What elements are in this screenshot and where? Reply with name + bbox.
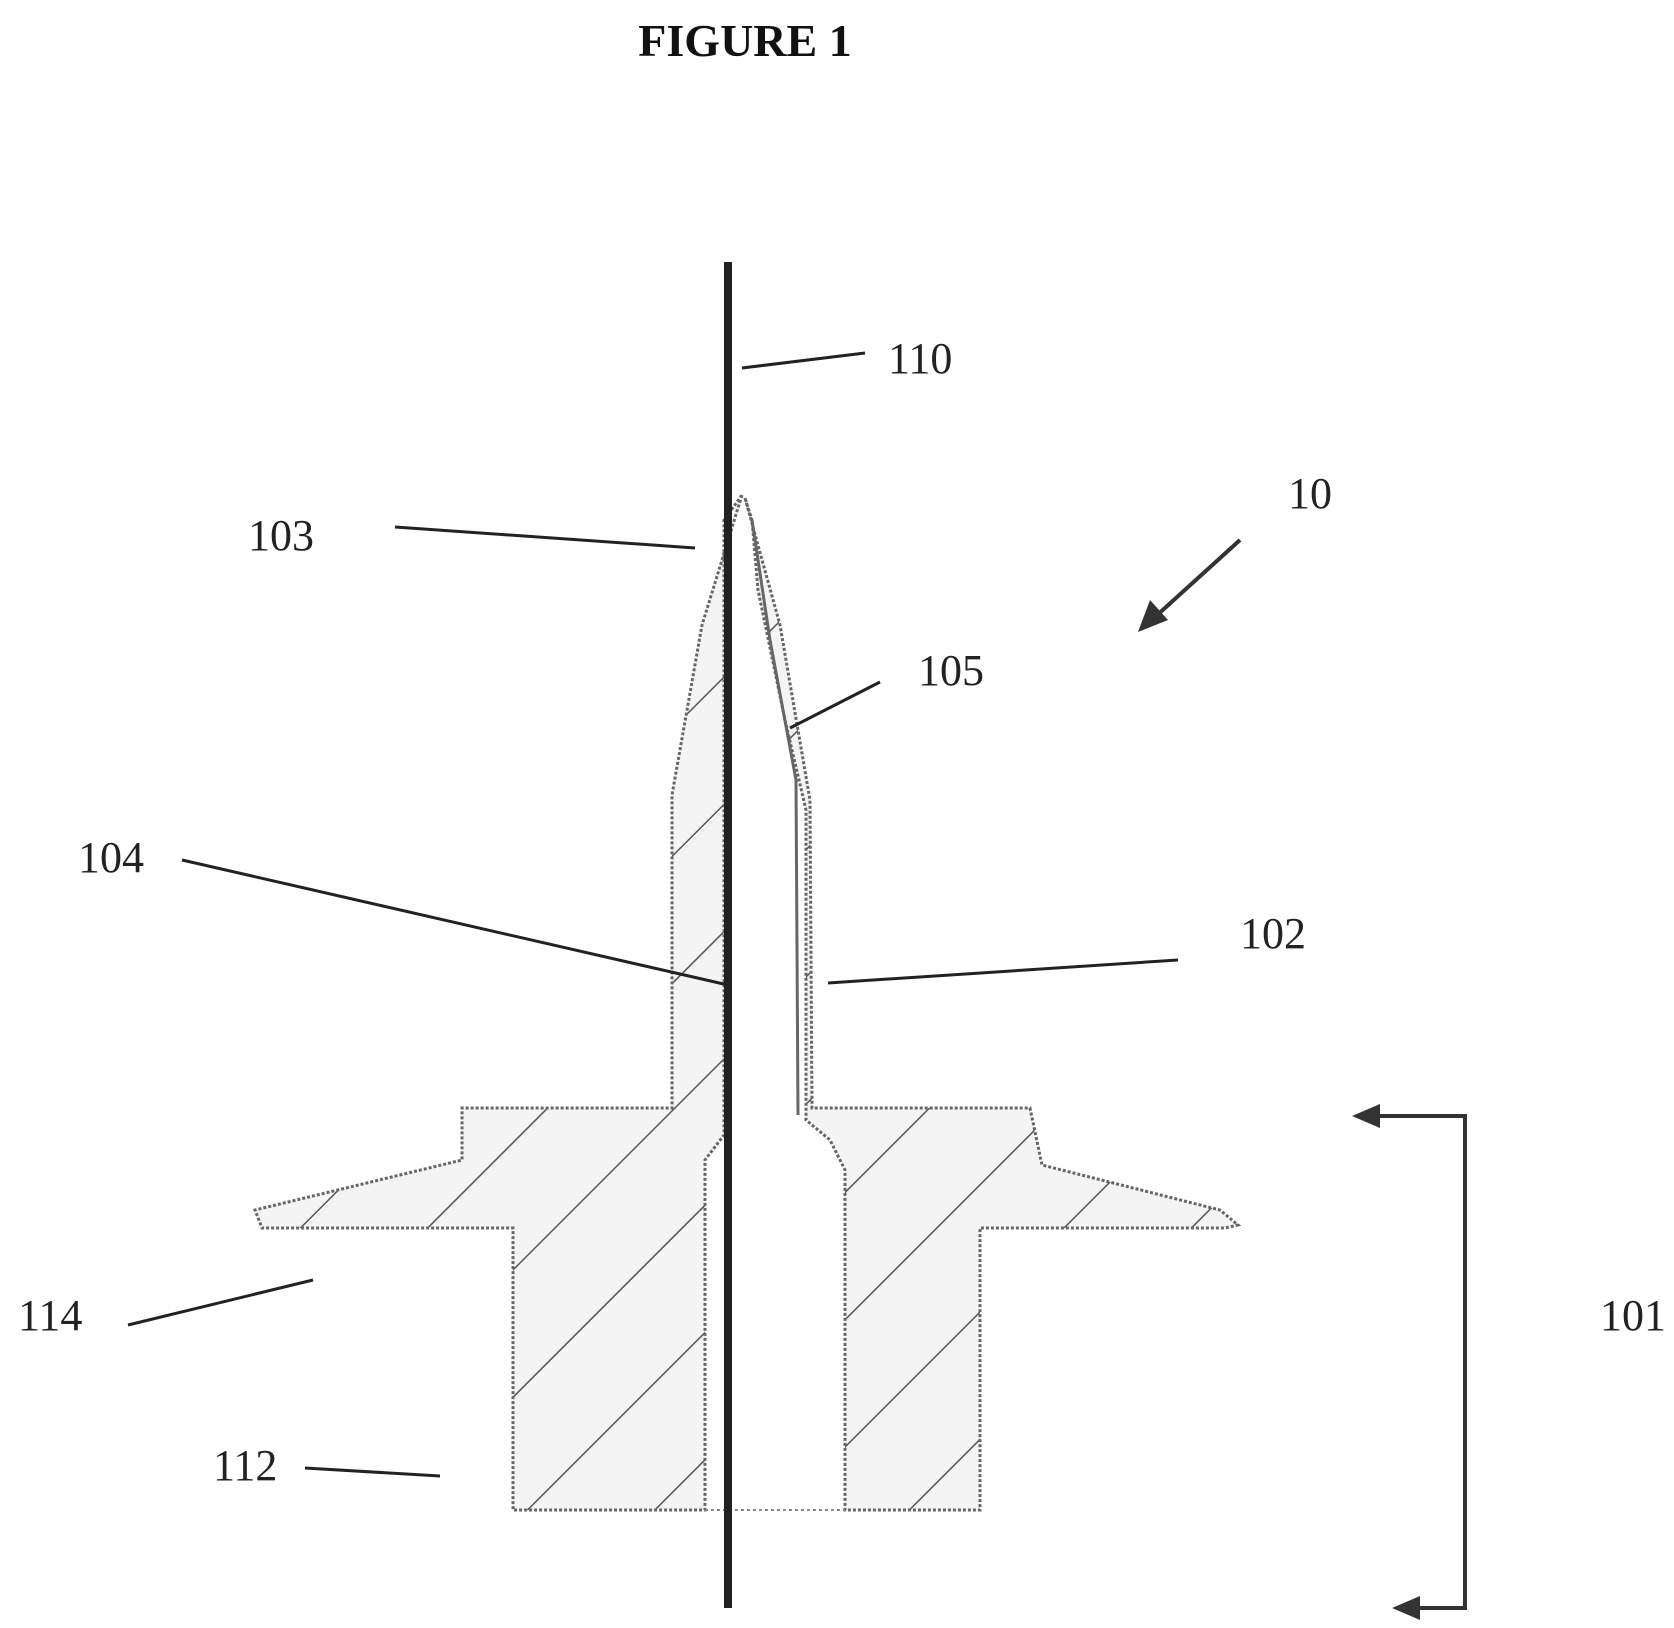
- leader-110: [742, 353, 865, 368]
- figure-title: FIGURE 1: [638, 15, 851, 66]
- label-104: 104: [78, 833, 144, 882]
- arrow-10: [1138, 540, 1240, 632]
- leader-102: [828, 960, 1178, 983]
- label-10: 10: [1288, 469, 1332, 518]
- bracket-101: [1352, 1104, 1465, 1620]
- label-114: 114: [18, 1291, 82, 1340]
- label-112: 112: [213, 1441, 277, 1490]
- label-102: 102: [1240, 909, 1306, 958]
- label-103: 103: [248, 511, 314, 560]
- leader-114: [128, 1280, 313, 1325]
- label-105: 105: [918, 646, 984, 695]
- label-101: 101: [1600, 1291, 1666, 1340]
- device-body-left-section: [255, 495, 742, 1510]
- leader-103: [395, 527, 695, 548]
- label-110: 110: [888, 334, 952, 383]
- leader-112: [305, 1468, 440, 1476]
- device-body: [255, 495, 1238, 1510]
- leader-104: [182, 860, 728, 985]
- device-body-right-section: [745, 498, 1238, 1510]
- leader-105: [790, 682, 880, 728]
